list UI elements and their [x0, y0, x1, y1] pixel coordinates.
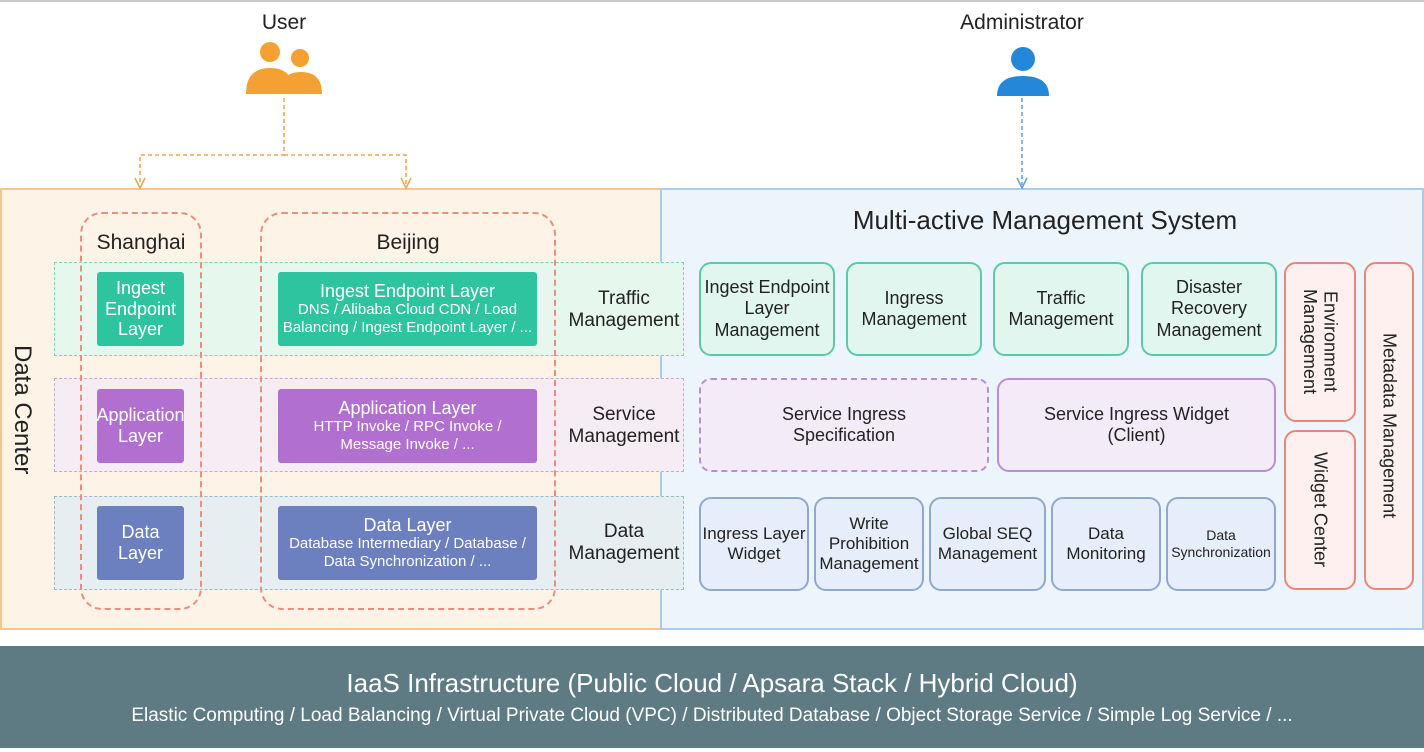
ingress-management-box: Ingress Management — [846, 262, 982, 356]
traffic-management-box: Traffic Management — [993, 262, 1129, 356]
environment-management-box: Environment Management — [1284, 262, 1356, 422]
beijing-label: Beijing — [376, 231, 440, 254]
widget-center-box: Widget Center — [1284, 430, 1356, 590]
beijing-application-layer: Application Layer HTTP Invoke / RPC Invo… — [278, 389, 537, 463]
metadata-management-box: Metadata Management — [1364, 262, 1414, 590]
beijing-data-layer: Data Layer Database Intermediary / Datab… — [278, 506, 537, 580]
traffic-management-label: Traffic Management — [568, 288, 680, 331]
beijing-ingest-endpoint-layer: Ingest Endpoint Layer DNS / Alibaba Clou… — [278, 272, 537, 346]
beijing-container — [260, 212, 556, 610]
global-seq-management-box: Global SEQ Management — [929, 497, 1046, 591]
shanghai-application-layer: Application Layer — [96, 389, 185, 463]
disaster-recovery-management-box: Disaster Recovery Management — [1141, 262, 1277, 356]
iaas-subtitle: Elastic Computing / Load Balancing / Vir… — [131, 704, 1293, 726]
shanghai-data-layer: Data Layer — [97, 506, 184, 580]
shanghai-ingest-endpoint-layer: Ingest Endpoint Layer — [97, 272, 184, 346]
user-label: User — [261, 11, 307, 34]
user-group-icon — [246, 42, 322, 94]
iaas-title: IaaS Infrastructure (Public Cloud / Apsa… — [346, 667, 1078, 698]
actor-connectors — [134, 98, 1028, 190]
data-management-label: Data Management — [568, 521, 680, 564]
mms-title: Multi-active Management System — [852, 205, 1238, 235]
ingress-layer-widget-box: Ingress Layer Widget — [699, 497, 809, 591]
write-prohibition-management-box: Write Prohibition Management — [814, 497, 924, 591]
data-synchronization-box: Data Synchronization — [1166, 497, 1276, 591]
ingest-endpoint-layer-management-box: Ingest Endpoint Layer Management — [699, 262, 835, 356]
iaas-infrastructure-bar: IaaS Infrastructure (Public Cloud / Apsa… — [0, 646, 1424, 748]
top-rule — [0, 0, 1424, 2]
shanghai-container — [80, 212, 202, 610]
administrator-label: Administrator — [960, 11, 1084, 34]
administrator-icon — [997, 47, 1049, 96]
data-monitoring-box: Data Monitoring — [1051, 497, 1161, 591]
data-center-label: Data Center — [9, 345, 36, 475]
service-ingress-widget-box: Service Ingress Widget (Client) — [997, 378, 1276, 472]
service-ingress-specification-box: Service Ingress Specification — [699, 378, 989, 472]
shanghai-label: Shanghai — [96, 231, 186, 254]
service-management-label: Service Management — [568, 404, 680, 447]
